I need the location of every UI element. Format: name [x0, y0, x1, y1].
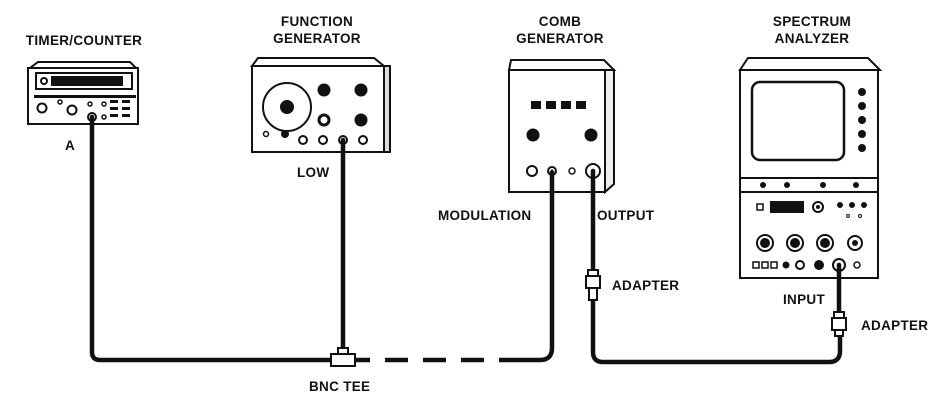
adapter-connector-1 — [585, 269, 601, 301]
spectrum-analyzer-input-label: INPUT — [783, 292, 825, 307]
timer-counter-port-a-label: A — [65, 138, 76, 153]
cable-counter-to-tee — [89, 114, 336, 363]
function-generator-low-label: LOW — [297, 165, 330, 180]
adapter-label-1: ADAPTER — [612, 278, 680, 293]
output-port-label: OUTPUT — [597, 208, 655, 223]
function-generator-title-line2: GENERATOR — [273, 31, 361, 46]
comb-generator-title-line1: COMB — [538, 14, 582, 29]
timer-counter-title: TIMER/COUNTER — [25, 33, 143, 48]
spectrum-analyzer-title-line2: ANALYZER — [774, 31, 850, 46]
timer-counter-instrument — [27, 61, 139, 125]
bnc-tee-connector — [330, 347, 356, 367]
adapter-connector-2 — [831, 311, 847, 337]
comb-generator-title-line2: GENERATOR — [516, 31, 604, 46]
modulation-port-label: MODULATION — [438, 208, 532, 223]
comb-generator-instrument — [507, 59, 617, 195]
bnc-tee-label: BNC TEE — [309, 379, 371, 394]
function-generator-title-line1: FUNCTION — [280, 14, 354, 29]
spectrum-analyzer-title-line1: SPECTRUM — [772, 14, 852, 29]
cable-adapter-to-input — [590, 297, 843, 365]
cable-tee-to-modulation-dashed — [353, 171, 555, 363]
function-generator-instrument — [250, 57, 391, 153]
spectrum-analyzer-instrument — [738, 57, 883, 279]
adapter-label-2: ADAPTER — [861, 318, 929, 333]
crt-screen — [750, 80, 846, 162]
